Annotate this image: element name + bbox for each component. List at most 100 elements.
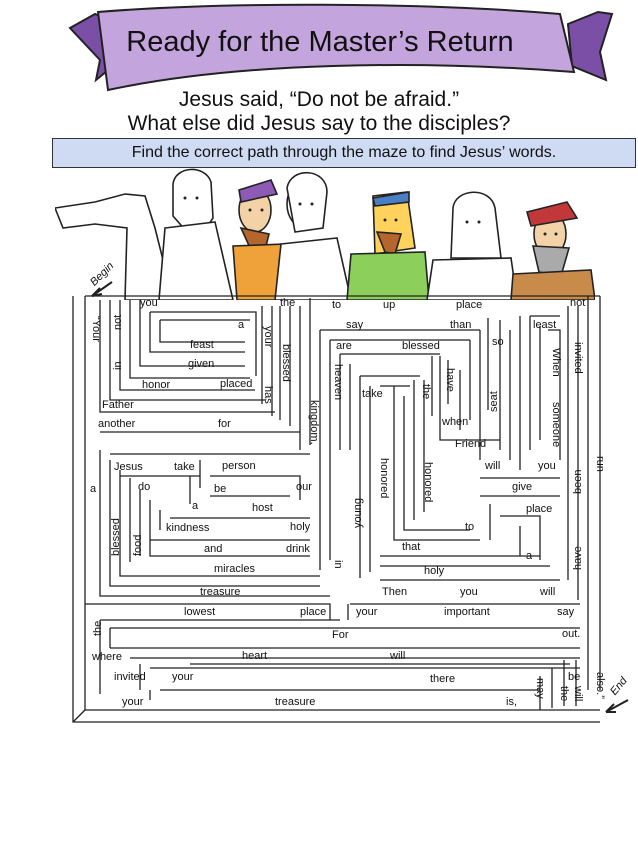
maze-word: invited [114,671,146,683]
maze-word: your [122,696,144,708]
maze-word: Friend [455,438,487,450]
maze-word: treasure [275,696,316,708]
maze-word: kindness [166,522,210,534]
maze-word: have [572,546,584,570]
maze-word: blessed [402,340,440,352]
maze-word: the [420,384,432,400]
maze-word: When [550,348,562,377]
maze-word: someone [550,402,562,448]
maze-word: say [346,319,364,331]
maze-word: will [540,586,556,598]
maze-word: holy [424,565,445,577]
question-line-1: Jesus said, “Do not be afraid.” [178,88,460,111]
maze-word: kingdom, [308,400,320,445]
maze-word: placed [220,378,253,390]
maze-word: out. [562,628,581,640]
maze-word: invited [572,342,584,374]
maze-word: important [444,606,490,618]
maze-word: be [568,671,581,683]
maze-word: place [526,503,553,515]
maze-word: least [533,319,557,331]
maze-word: in [332,560,344,569]
maze-word: are [336,340,352,352]
maze-word: has [262,386,274,404]
maze-word: holy [290,521,311,533]
maze-word: take [362,388,383,400]
maze-word: a [526,550,533,562]
maze-word: heart [242,650,268,662]
maze-word: than [450,319,472,331]
maze-word: “Your [90,316,102,342]
question-line-2: What else did Jesus say to the disciples… [127,112,511,135]
maze-word: been [572,469,584,494]
maze-word: the [92,620,104,636]
maze-word: the [558,686,570,702]
maze-word: take [174,461,195,473]
maze-word: feast [190,339,214,351]
maze-word: your [262,326,274,348]
maze-word: to [332,299,342,311]
maze-word: a [238,319,245,331]
maze-word: a [192,500,199,512]
maze-word: honored [378,458,390,499]
maze-word: will [485,460,501,472]
maze-word: place [456,299,483,311]
maze-word: a [90,483,97,495]
maze-word: be [214,483,227,495]
maze-word: our [296,481,312,493]
maze-word: host [252,502,273,514]
maze-word: Father [102,399,134,411]
maze-word: blessed [110,518,122,556]
page-title: Ready for the Master’s Return [126,26,514,58]
instruction-box: Find the correct path through the maze t… [52,138,636,168]
maze-word: have [444,368,456,392]
maze-word: your [356,606,378,618]
maze-word: given [188,358,215,370]
maze-word: Jesus [114,461,143,473]
maze-word: treasure [200,586,241,598]
maze-word: Then [382,586,408,598]
maze-word: person [222,460,256,472]
maze-word: your [172,671,194,683]
disciples-illustration [55,168,595,300]
maze-word: young [352,498,364,528]
maze-word: blessed [280,344,292,382]
maze-word: when [442,416,469,428]
maze-word: another [98,418,136,430]
maze-word: that [402,541,421,553]
maze-word: For [332,629,349,641]
maze-word: say [557,606,575,618]
maze-word: in [112,361,124,370]
maze-word: so [492,336,504,348]
maze-word: food [132,534,144,556]
title-banner [68,3,614,92]
maze-word: you [140,297,158,309]
maze-word: to [465,521,475,533]
maze-word: heaven [332,364,344,401]
maze-word: up [383,299,396,311]
maze-word: will [390,650,406,662]
maze-word: not [112,314,124,330]
maze-word: and [204,543,223,555]
maze-word: will [572,686,584,702]
maze-word: give [512,481,533,493]
maze-word: place [300,606,327,618]
maze-word: the [280,297,296,309]
maze-word: drink [286,543,310,555]
maze-word: for [218,418,231,430]
maze-word: seat [488,391,500,412]
maze-word: honored [422,462,434,503]
maze-word: run [594,456,606,472]
maze-word: honor [142,379,171,391]
maze-word: there [430,673,456,685]
maze-word: miracles [214,563,255,575]
maze-word: lowest [184,606,216,618]
maze-word: do [138,481,151,493]
maze-word: may [534,678,546,699]
maze-word: you [460,586,478,598]
maze-word: also.” [594,672,606,699]
maze-word: where [92,651,122,663]
maze-word: you [538,460,556,472]
